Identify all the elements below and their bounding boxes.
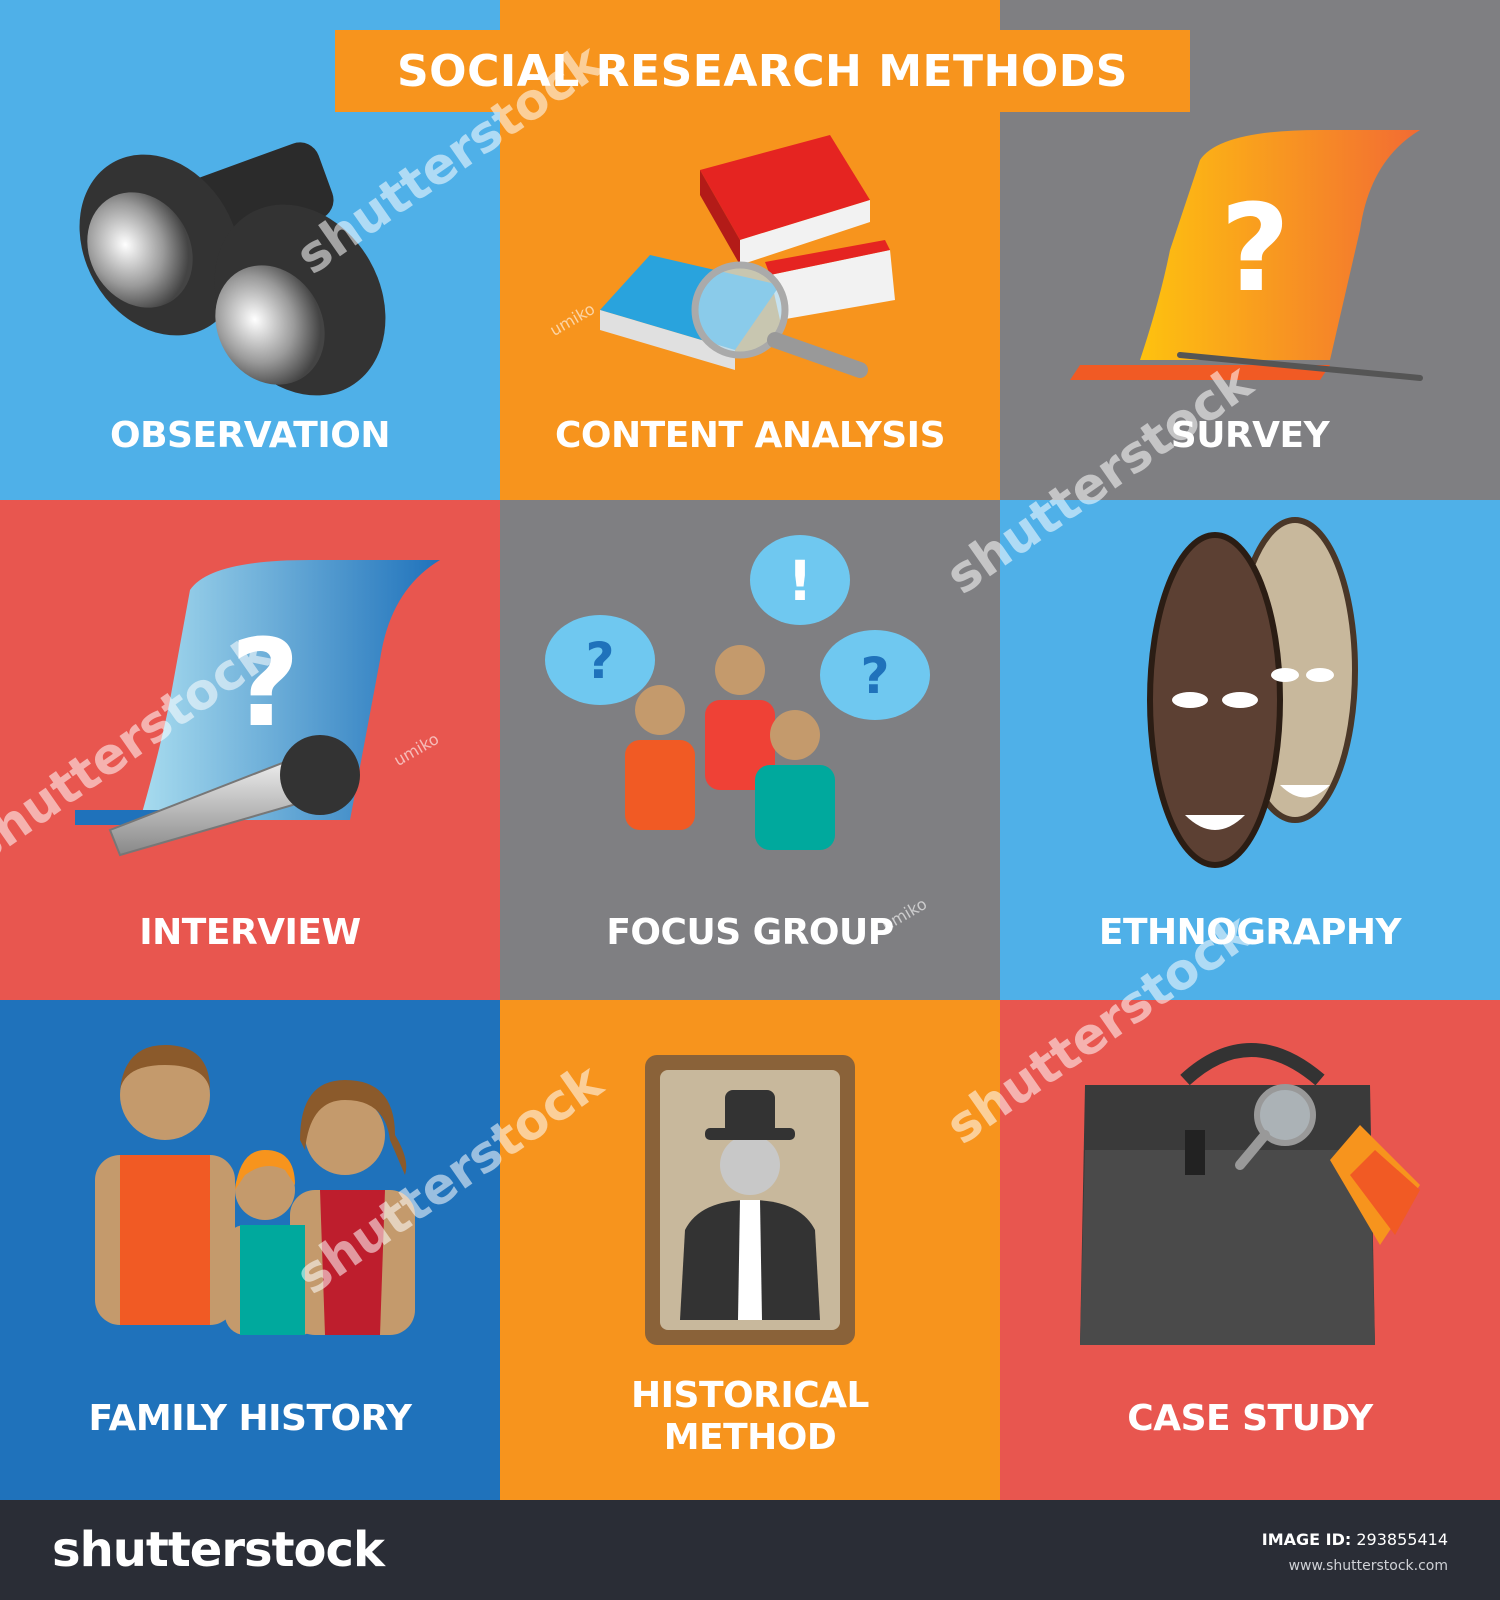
microphone-question-icon: ? (75, 560, 440, 857)
family-icon (95, 1045, 415, 1335)
infographic-grid: OBSERVATION CONTENT ANALYSIS (0, 0, 1500, 1500)
tile-interview: ? INTERVIEW (0, 500, 500, 1000)
tile-label: INTERVIEW (139, 912, 361, 953)
questionnaire-pen-icon: ? (1070, 130, 1423, 381)
svg-text:?: ? (230, 615, 300, 754)
image-id-label: IMAGE ID: (1261, 1530, 1352, 1549)
books-magnifier-icon (600, 135, 895, 378)
tile-label-line1: HISTORICAL (631, 1375, 869, 1416)
footer-bar: shutterstock IMAGE ID: 293855414 www.shu… (0, 1500, 1500, 1600)
page-title: SOCIAL RESEARCH METHODS (396, 45, 1128, 97)
tile-family-history: FAMILY HISTORY (0, 1000, 500, 1500)
group-speech-bubbles-icon: ? ? ! (545, 535, 930, 850)
tile-focus-group: ? ? ! FOCUS GROUP (500, 500, 1000, 1000)
svg-text:?: ? (585, 632, 614, 690)
svg-text:?: ? (1220, 180, 1290, 319)
site-url: www.shutterstock.com (1288, 1558, 1448, 1574)
tile-label-line2: METHOD (663, 1417, 837, 1458)
tribal-masks-icon (1147, 517, 1358, 868)
image-id-value: 293855414 (1356, 1530, 1448, 1549)
svg-text:?: ? (860, 647, 889, 705)
binoculars-icon (79, 142, 386, 396)
page-title-banner: SOCIAL RESEARCH METHODS (335, 30, 1190, 112)
tile-label: FAMILY HISTORY (88, 1398, 412, 1439)
tile-label: CONTENT ANALYSIS (554, 415, 946, 456)
tile-historical-method: HISTORICAL METHOD (500, 1000, 1000, 1500)
tile-survey: ? SURVEY (1000, 0, 1500, 500)
tile-label: CASE STUDY (1127, 1398, 1373, 1439)
tile-label: SURVEY (1170, 415, 1330, 456)
svg-text:!: ! (787, 549, 812, 613)
tile-label: ETHNOGRAPHY (1098, 912, 1402, 953)
footer-brand-logo: shutterstock (52, 1522, 385, 1578)
tile-case-study: CASE STUDY (1000, 1000, 1500, 1500)
briefcase-icon (1080, 1043, 1420, 1345)
tile-label: OBSERVATION (110, 415, 390, 456)
old-portrait-icon (645, 1055, 855, 1345)
tile-ethnography: ETHNOGRAPHY (1000, 500, 1500, 1000)
tile-label: FOCUS GROUP (606, 912, 894, 953)
image-id: IMAGE ID: 293855414 (1262, 1530, 1448, 1549)
